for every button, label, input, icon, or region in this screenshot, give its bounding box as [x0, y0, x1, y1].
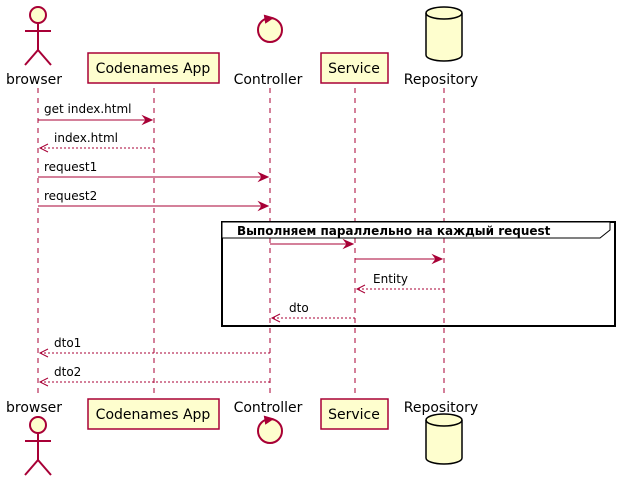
- message-label: request1: [44, 160, 97, 174]
- participant-label-repository-bottom: Repository: [404, 400, 478, 416]
- message-label: dto1: [54, 336, 81, 350]
- message-label: request2: [44, 189, 97, 203]
- participant-label-controller: Controller: [234, 72, 303, 88]
- participant-box-app-bottom: [87, 398, 220, 430]
- actor-icon: [24, 6, 52, 66]
- participant-label-service-bottom: Service: [328, 407, 380, 423]
- message-dto2: dto2: [38, 365, 270, 387]
- message-get-index: get index.html: [38, 102, 154, 126]
- message-label: Entity: [373, 272, 408, 286]
- message-entity: Entity: [355, 272, 444, 294]
- message-request2: request2: [38, 189, 270, 212]
- database-icon: [425, 413, 463, 465]
- participant-label-app: Codenames App: [96, 61, 211, 77]
- message-index-html: index.html: [38, 131, 154, 153]
- message-label: dto2: [54, 365, 81, 379]
- message-dto1: dto1: [38, 336, 270, 358]
- message-dto: dto: [270, 301, 355, 323]
- participant-box-app: [87, 52, 220, 84]
- participant-label-app-bottom: Codenames App: [96, 407, 211, 423]
- participant-label-browser-bottom: browser: [6, 400, 62, 416]
- database-icon: [425, 6, 463, 62]
- control-icon: [257, 14, 283, 43]
- participant-label-service: Service: [328, 61, 380, 77]
- participant-label-repository: Repository: [404, 72, 478, 88]
- participant-box-service-bottom: [320, 398, 389, 430]
- participant-box-service: [320, 52, 389, 84]
- message-label: index.html: [54, 131, 118, 145]
- group-label: Выполняем параллельно на каждый request: [237, 224, 551, 238]
- message-label: dto: [289, 301, 309, 315]
- message-request1: request1: [38, 160, 270, 183]
- message-service-repository: [355, 253, 444, 265]
- actor-icon: [24, 416, 52, 476]
- group-frame: Выполняем параллельно на каждый request: [221, 221, 616, 327]
- message-controller-service: [270, 238, 355, 250]
- participant-label-controller-bottom: Controller: [234, 400, 303, 416]
- control-icon: [257, 415, 283, 444]
- message-label: get index.html: [44, 102, 132, 116]
- participant-label-browser: browser: [6, 72, 62, 88]
